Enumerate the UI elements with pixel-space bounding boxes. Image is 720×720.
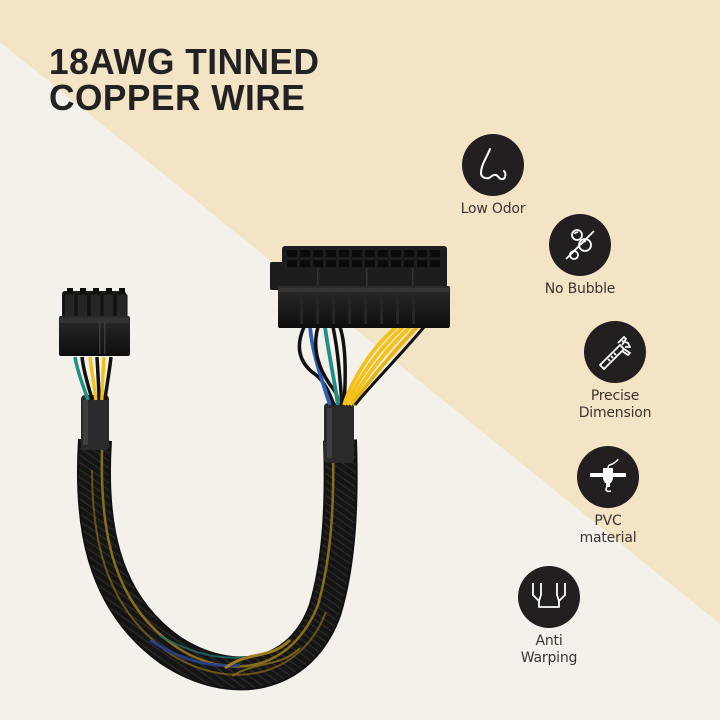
connector-10pin — [59, 288, 130, 356]
feature-pvc-material: PVC material — [538, 446, 678, 547]
anti-warp-icon — [532, 583, 566, 608]
feature-label: No Bubble — [544, 281, 616, 297]
feature-label: PVC — [594, 513, 622, 529]
no-bubble-icon — [565, 229, 595, 260]
feature-icon-circle — [462, 134, 524, 196]
feature-label: Low Odor — [460, 201, 526, 217]
feature-label: Anti — [535, 633, 563, 649]
headline-line-2: COPPER WIRE — [49, 77, 306, 118]
wires-10pin — [73, 356, 113, 401]
nose-icon — [479, 148, 507, 181]
feature-label: Precise — [590, 388, 640, 404]
feature-icon-circle — [518, 566, 580, 628]
extruder-icon — [590, 458, 626, 493]
feature-label: material — [579, 530, 637, 546]
feature-anti-warping: Anti Warping — [479, 566, 619, 667]
wires-24pin — [297, 325, 426, 406]
feature-precise-dimension: Precise Dimension — [545, 321, 685, 422]
feature-label: Dimension — [578, 405, 652, 421]
feature-icon-circle — [577, 446, 639, 508]
feature-low-odor: Low Odor — [423, 134, 563, 218]
headline-line-1: 18AWG TINNED — [49, 41, 320, 82]
feature-icon-circle — [549, 214, 611, 276]
connector-24pin — [270, 246, 450, 328]
feature-no-bubble: No Bubble — [510, 214, 650, 298]
headline: 18AWG TINNED COPPER WIRE — [49, 44, 320, 116]
braided-sleeve — [76, 438, 358, 691]
feature-label: Warping — [520, 650, 578, 666]
caliper-icon — [599, 336, 631, 370]
feature-icon-circle — [584, 321, 646, 383]
